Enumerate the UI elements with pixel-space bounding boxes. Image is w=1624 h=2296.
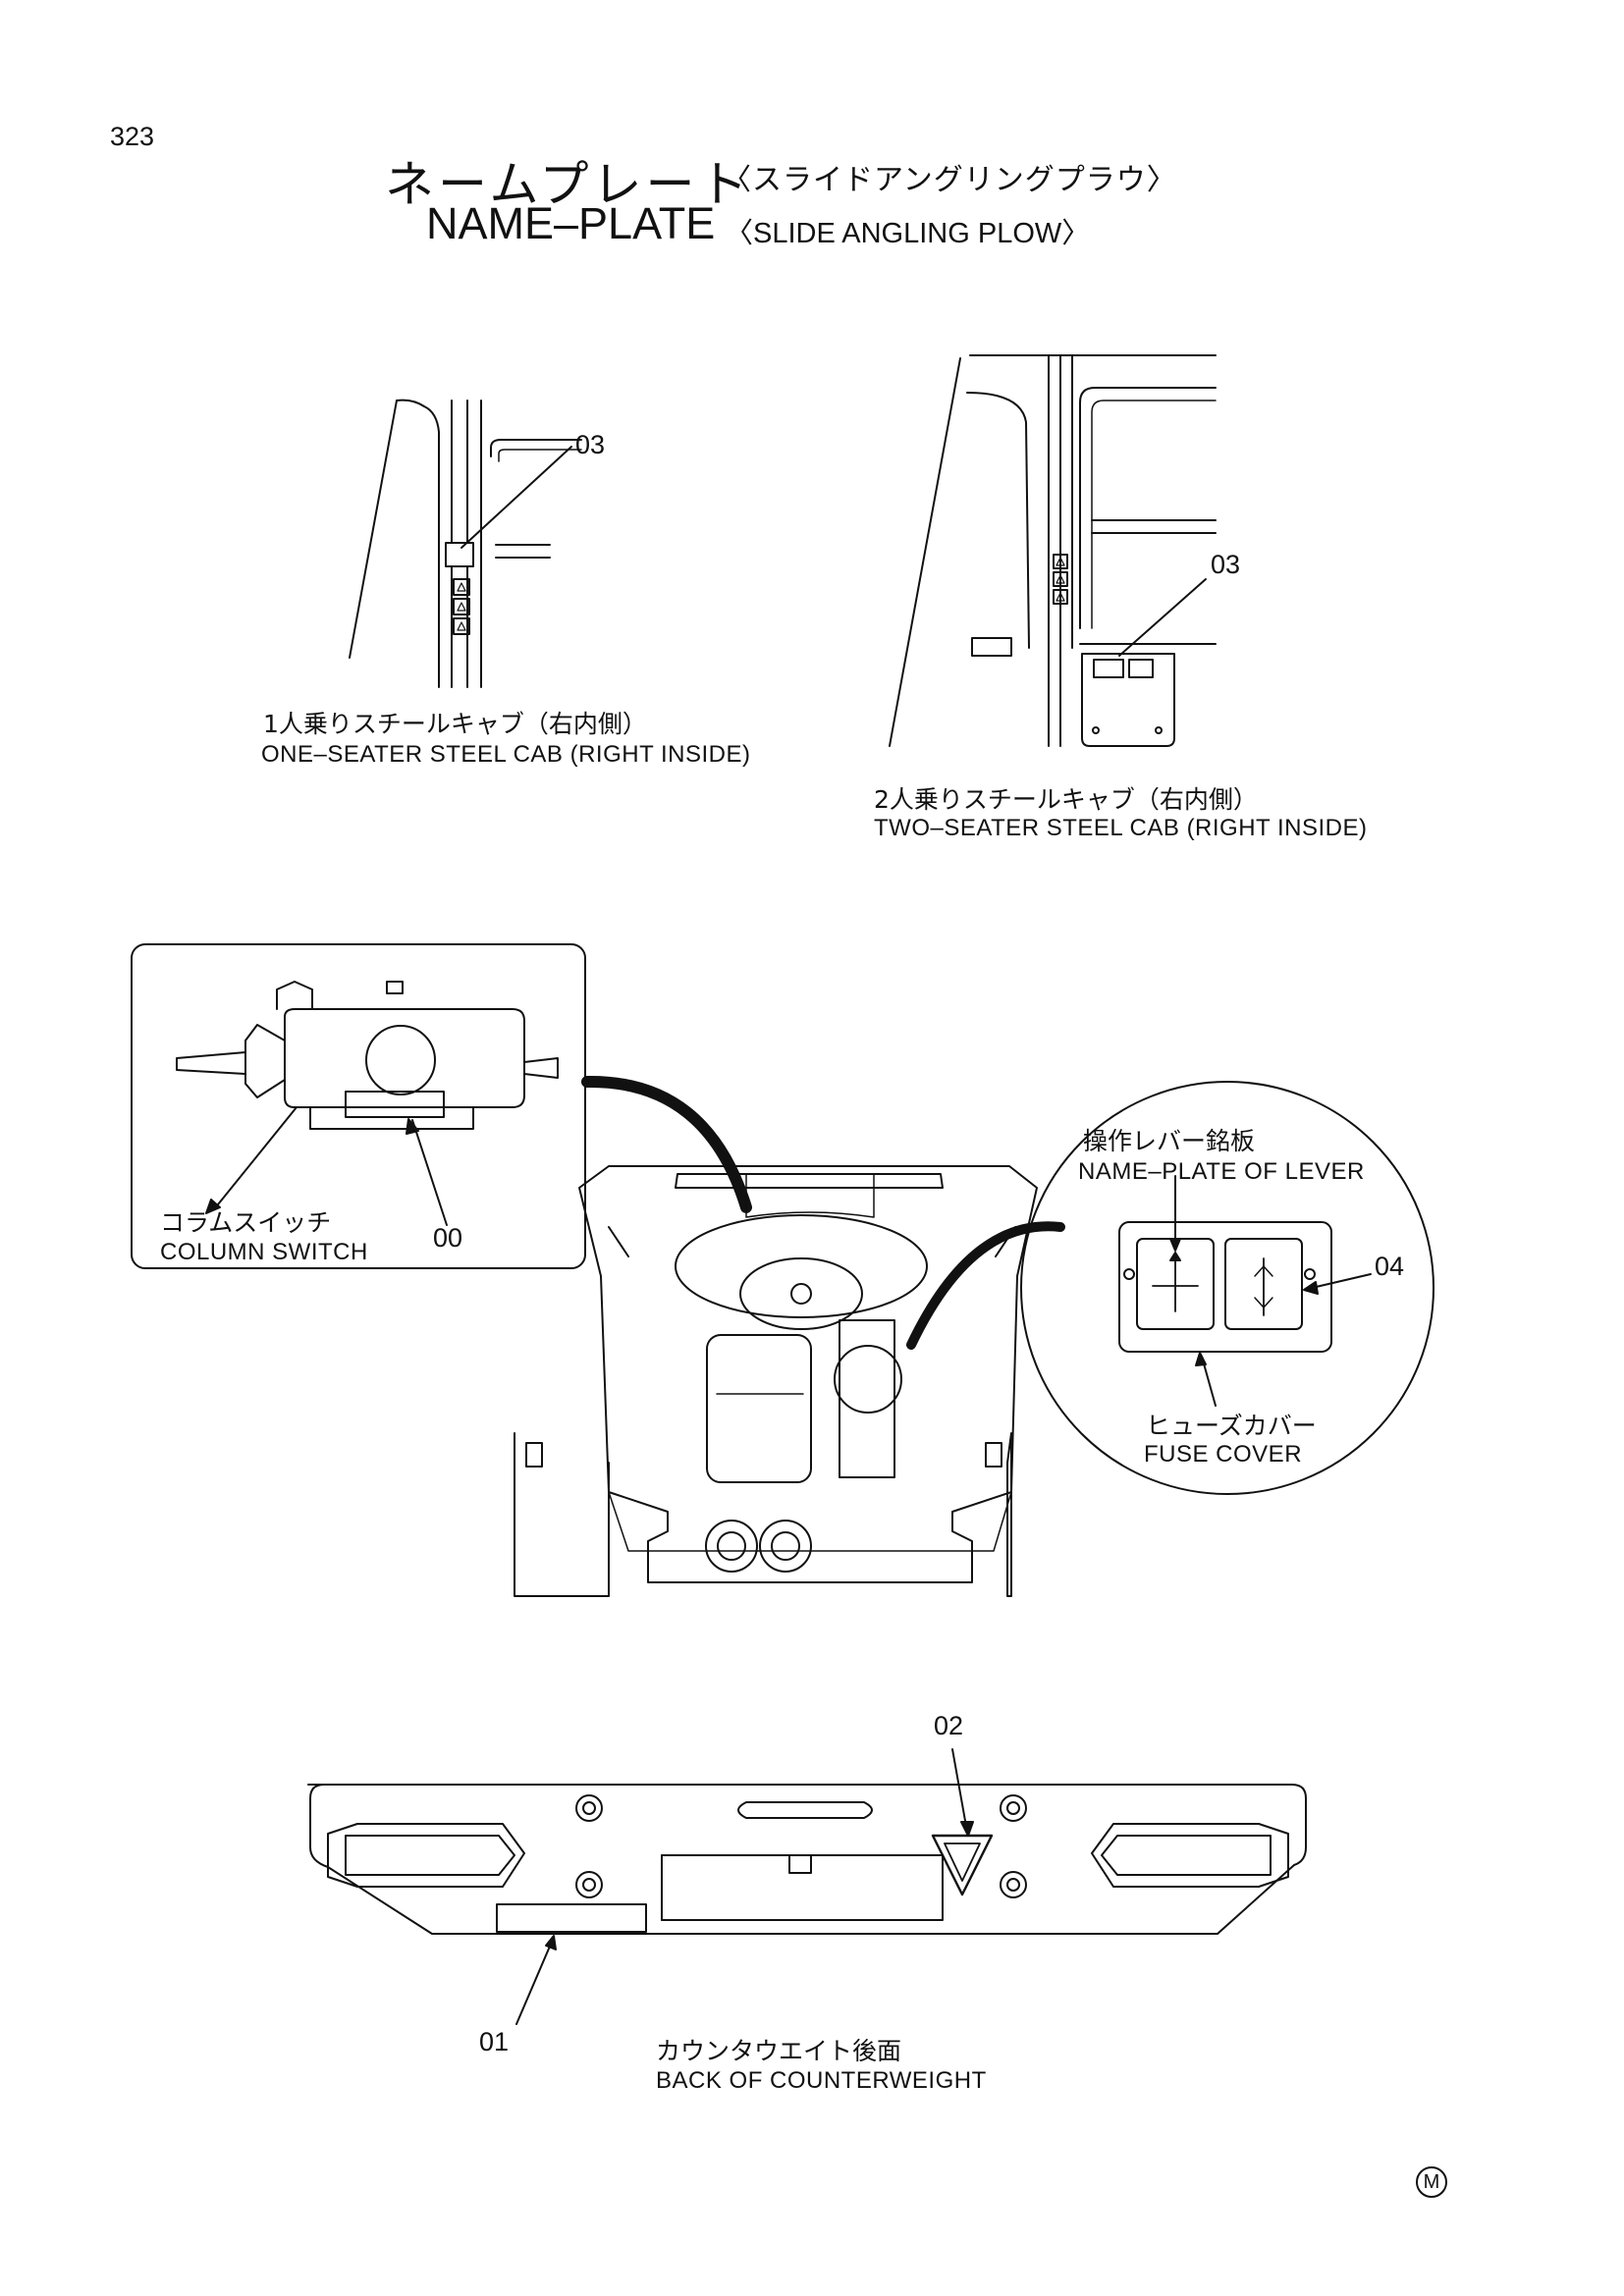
lever-detail-drawing <box>1020 1081 1435 1495</box>
title-en-subtitle: 〈SLIDE ANGLING PLOW〉 <box>725 218 1091 249</box>
two-seater-cab-drawing <box>889 354 1217 747</box>
title-jp: ネームプレート <box>385 156 752 213</box>
column-switch-label-en: COLUMN SWITCH <box>160 1239 368 1265</box>
title-jp-subtitle: 〈スライドアングリングプラウ〉 <box>722 163 1177 197</box>
column-switch-drawing <box>131 943 586 1269</box>
callout-01: 01 <box>479 2027 510 2056</box>
two-seater-label-jp: 2人乗りスチールキャブ（右内側） <box>874 785 1258 814</box>
callout-02: 02 <box>934 1711 964 1740</box>
callout-03-one-seater: 03 <box>575 430 606 459</box>
column-switch-label-jp: コラムスイッチ <box>160 1208 332 1237</box>
counterweight-label-jp: カウンタウエイト後面 <box>656 2037 902 2065</box>
page-number: 323 <box>110 122 155 151</box>
circled-m-mark: M <box>1416 2166 1447 2198</box>
fuse-cover-label-en: FUSE COVER <box>1144 1441 1303 1468</box>
title-en: NAME–PLATE <box>426 198 716 248</box>
lever-detail-leader <box>906 1221 1065 1350</box>
two-seater-label-en: TWO–SEATER STEEL CAB (RIGHT INSIDE) <box>874 815 1368 841</box>
lever-plate-label-en: NAME–PLATE OF LEVER <box>1078 1158 1365 1185</box>
one-seater-cab-drawing <box>349 399 582 688</box>
column-switch-leader <box>581 1075 752 1213</box>
one-seater-label-jp: 1人乗りスチールキャブ（右内側） <box>263 710 647 738</box>
machine-top-view-drawing <box>514 1165 1038 1597</box>
callout-00: 00 <box>433 1223 463 1253</box>
counterweight-drawing <box>307 1748 1307 2025</box>
fuse-cover-label-jp: ヒューズカバー <box>1146 1412 1317 1440</box>
callout-03-two-seater: 03 <box>1211 550 1241 579</box>
one-seater-label-en: ONE–SEATER STEEL CAB (RIGHT INSIDE) <box>261 741 751 768</box>
callout-04: 04 <box>1375 1252 1405 1281</box>
counterweight-label-en: BACK OF COUNTERWEIGHT <box>656 2067 987 2094</box>
lever-plate-label-jp: 操作レバー銘板 <box>1083 1127 1256 1155</box>
